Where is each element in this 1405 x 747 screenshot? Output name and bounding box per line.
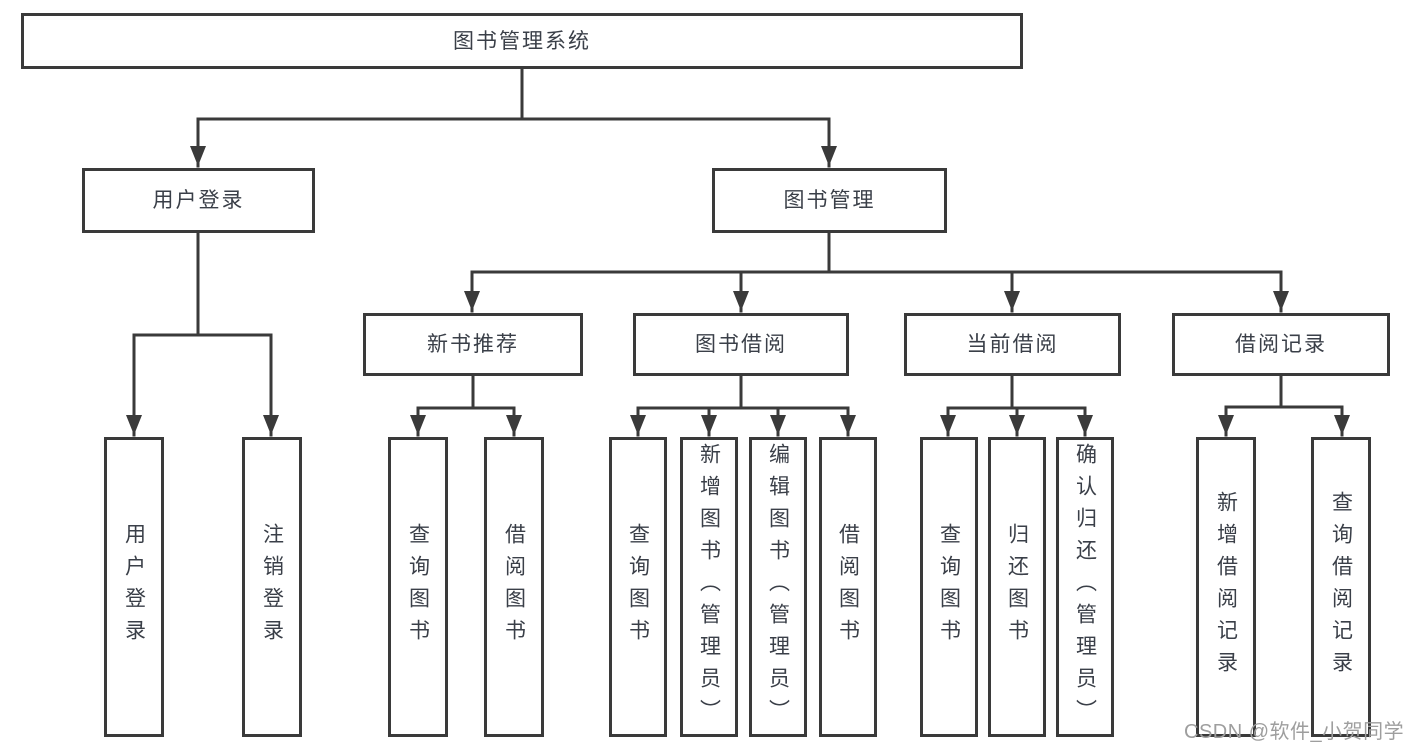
leaf-borrow-books-recommend: 借阅图书 bbox=[484, 437, 544, 737]
node-user-login-branch: 用户登录 bbox=[82, 168, 315, 233]
leaf-user-login: 用户登录 bbox=[104, 437, 164, 737]
node-current-borrowing: 当前借阅 bbox=[904, 313, 1121, 376]
leaf-confirm-return-admin: 确认归还（管理员） bbox=[1056, 437, 1114, 737]
leaf-borrow-books-borrowing: 借阅图书 bbox=[819, 437, 877, 737]
node-borrowing-records: 借阅记录 bbox=[1172, 313, 1390, 376]
leaf-add-borrow-record: 新增借阅记录 bbox=[1196, 437, 1256, 737]
watermark: CSDN @软件_小贺同学 bbox=[1184, 721, 1405, 743]
node-new-book-recommendation: 新书推荐 bbox=[363, 313, 583, 376]
leaf-logout: 注销登录 bbox=[242, 437, 302, 737]
leaf-query-borrow-record: 查询借阅记录 bbox=[1311, 437, 1371, 737]
leaf-edit-book-admin: 编辑图书（管理员） bbox=[749, 437, 807, 737]
leaf-query-books-current: 查询图书 bbox=[920, 437, 978, 737]
leaf-query-books-borrowing: 查询图书 bbox=[609, 437, 667, 737]
node-book-borrowing: 图书借阅 bbox=[633, 313, 849, 376]
node-book-management: 图书管理 bbox=[712, 168, 947, 233]
leaf-query-books-recommend: 查询图书 bbox=[388, 437, 448, 737]
leaf-add-book-admin: 新增图书（管理员） bbox=[680, 437, 738, 737]
node-library-system: 图书管理系统 bbox=[21, 13, 1023, 69]
leaf-return-books: 归还图书 bbox=[988, 437, 1046, 737]
